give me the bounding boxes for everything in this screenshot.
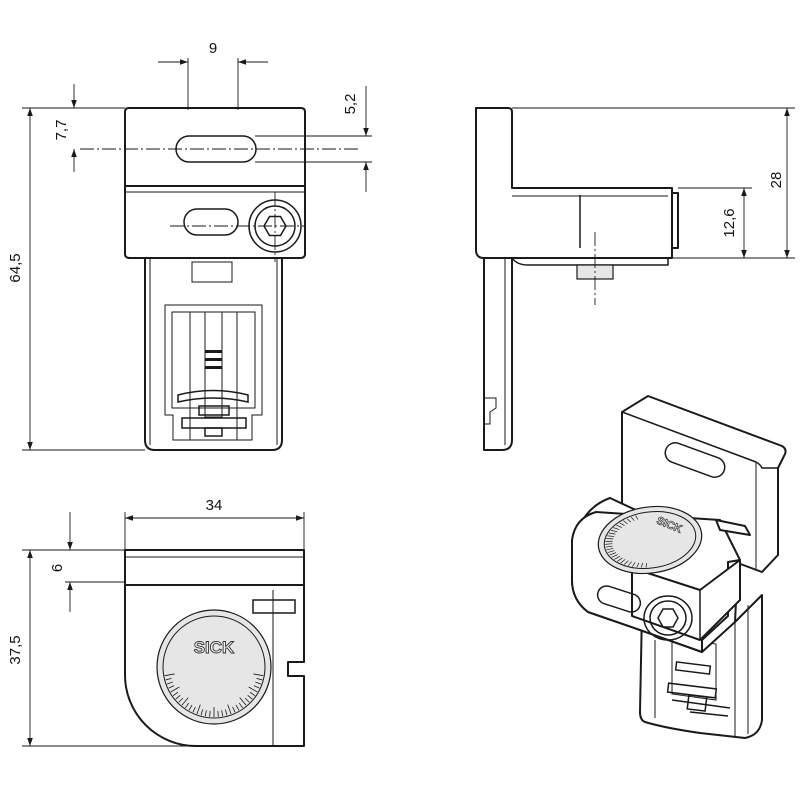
dial-face bbox=[156, 609, 272, 725]
iso-dial-tick bbox=[645, 562, 647, 568]
iso-dial-tick bbox=[620, 559, 626, 564]
dial-tick bbox=[253, 673, 264, 677]
iso-dial-tick bbox=[610, 529, 618, 533]
iso-dial-tick bbox=[630, 516, 635, 521]
iso-dial-tick bbox=[614, 556, 621, 560]
iso-dial-tick bbox=[607, 550, 615, 553]
dim-overall-width: 34 bbox=[206, 497, 223, 514]
dial-tick bbox=[217, 710, 219, 717]
front-view: 9 5,2 7,7 64,5 bbox=[7, 40, 372, 451]
dial-tick bbox=[178, 697, 184, 703]
dial-tick bbox=[181, 697, 189, 706]
dial-tick bbox=[221, 710, 224, 717]
dial-tick bbox=[184, 702, 190, 709]
iso-dial-tick bbox=[627, 561, 632, 566]
isometric-view: SICK bbox=[571, 395, 787, 739]
iso-dial-tick bbox=[611, 554, 618, 558]
iso-dial-tick bbox=[607, 535, 615, 537]
dial-logo: SICK bbox=[194, 638, 235, 657]
dial-tick bbox=[244, 697, 250, 703]
dim-slot-offset: 5,2 bbox=[342, 94, 359, 115]
dial-tick bbox=[168, 685, 175, 689]
iso-dial-face bbox=[597, 505, 703, 575]
iso-dial-tick bbox=[609, 552, 617, 556]
dial-tick bbox=[175, 694, 181, 700]
dial-tick bbox=[235, 704, 240, 711]
dial-tick bbox=[232, 706, 236, 713]
dial-tick bbox=[248, 686, 258, 693]
dim-side-height: 28 bbox=[768, 172, 785, 189]
dial-tick bbox=[188, 704, 193, 711]
dial-tick bbox=[225, 709, 228, 716]
dial-tick bbox=[196, 704, 201, 715]
dim-base-height: 37,5 bbox=[7, 635, 24, 664]
dial-tick bbox=[164, 673, 175, 677]
dial-tick bbox=[238, 702, 244, 709]
iso-dial-tick bbox=[622, 520, 628, 525]
iso-dial-tick bbox=[635, 515, 639, 520]
dial-tick bbox=[256, 678, 263, 681]
dial-tick bbox=[227, 704, 232, 715]
iso-dial-tick bbox=[606, 547, 614, 551]
iso-dial-tick bbox=[613, 527, 620, 530]
dim-lip-height: 6 bbox=[49, 564, 66, 572]
dial-tick bbox=[165, 678, 172, 681]
iso-dial-tick bbox=[619, 522, 625, 526]
dim-overall-height: 64,5 bbox=[7, 253, 24, 282]
iso-dial-tick bbox=[608, 532, 616, 535]
dial-tick bbox=[166, 681, 173, 685]
iso-dial-tick bbox=[640, 562, 644, 568]
iso-dial-tick bbox=[605, 543, 613, 545]
dial-tick bbox=[209, 710, 211, 717]
iso-dial-tick bbox=[623, 560, 629, 565]
iso-dial-tick bbox=[616, 524, 622, 528]
dim-width-top: 9 bbox=[209, 40, 217, 57]
dial-tick bbox=[192, 706, 196, 713]
iso-dial-tick bbox=[632, 562, 636, 567]
dim-slot-top: 7,7 bbox=[53, 120, 70, 141]
iso-dial-scale bbox=[605, 515, 647, 568]
dial-tick bbox=[255, 681, 262, 685]
iso-dial-tick bbox=[626, 518, 631, 523]
iso-dial-tick bbox=[605, 545, 613, 548]
dim-side-offset: 12,6 bbox=[721, 208, 738, 237]
dial-tick bbox=[247, 694, 253, 700]
bottom-view: SICK 34 6 37,5 bbox=[7, 497, 305, 747]
dial-tick bbox=[249, 691, 256, 697]
dial-tick bbox=[239, 697, 247, 706]
dial-tick bbox=[172, 691, 179, 697]
dial-tick bbox=[253, 685, 260, 689]
side-view: 28 12,6 bbox=[475, 107, 795, 451]
dial-tick bbox=[200, 709, 203, 716]
dial-tick bbox=[170, 686, 180, 693]
dial-tick bbox=[204, 710, 207, 717]
iso-dial-tick bbox=[636, 562, 640, 568]
dial-scale bbox=[164, 673, 264, 717]
iso-dial-tick bbox=[617, 557, 623, 562]
